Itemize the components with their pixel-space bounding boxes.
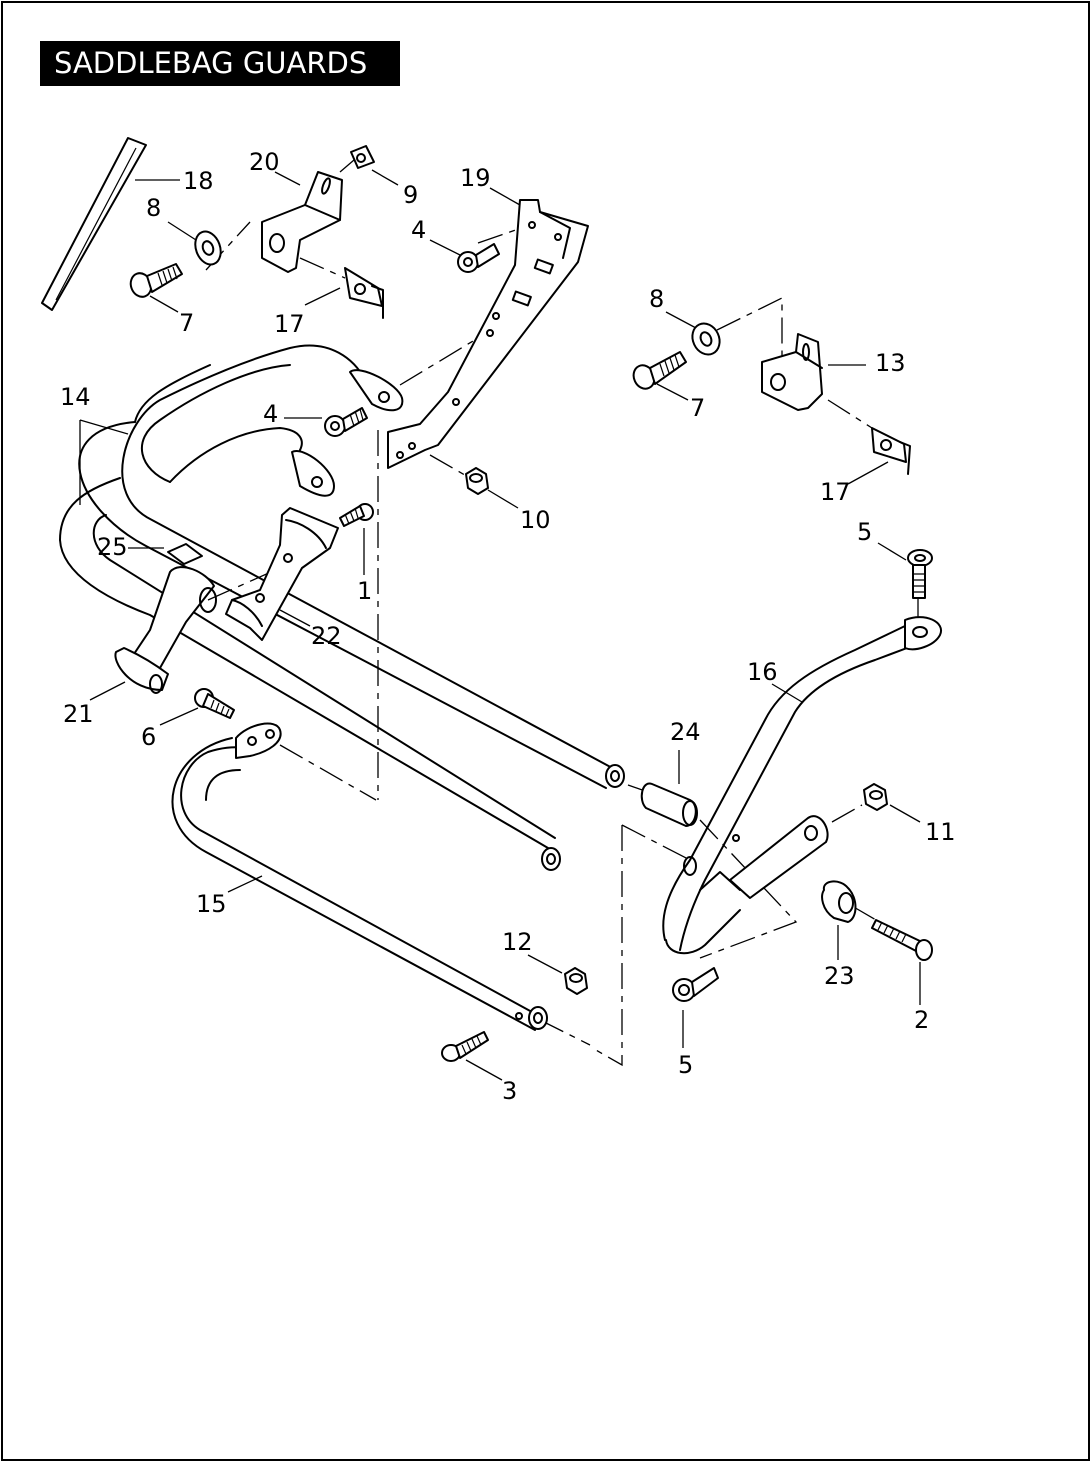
callout-23: 23 — [824, 962, 855, 990]
callout-11: 11 — [925, 818, 956, 846]
part-9-clip-nut — [350, 145, 375, 169]
callout-10: 10 — [520, 506, 551, 534]
callout-22: 22 — [311, 622, 342, 650]
part-16-rear-support — [662, 616, 943, 955]
callout-8-right: 8 — [649, 285, 664, 313]
part-8-washer-right — [691, 322, 721, 356]
callout-17-right: 17 — [820, 478, 851, 506]
part-12-nut — [564, 967, 588, 995]
part-24-spacer — [640, 782, 698, 827]
part-1-bolt — [339, 503, 374, 527]
part-19-long-bracket — [387, 199, 589, 469]
callout-1: 1 — [357, 577, 372, 605]
part-22-clamp-bracket — [225, 507, 339, 641]
part-17-clip-nut-left — [344, 267, 384, 319]
callout-20: 20 — [249, 148, 280, 176]
part-13-bracket — [761, 333, 823, 411]
part-25-pad — [167, 543, 203, 565]
page-title: SADDLEBAG GUARDS — [40, 41, 400, 86]
callout-12: 12 — [502, 928, 533, 956]
callout-2: 2 — [914, 1006, 929, 1034]
callout-25: 25 — [97, 533, 128, 561]
callout-13: 13 — [875, 349, 906, 377]
callout-5-upper: 5 — [857, 518, 872, 546]
part-23-spacer — [821, 880, 857, 923]
part-17-clip-nut-right — [871, 427, 911, 475]
leader-lines — [79, 169, 921, 1081]
part-7-bolt-right — [632, 351, 687, 390]
callout-3: 3 — [502, 1077, 517, 1105]
part-10-nut — [465, 467, 489, 495]
part-6-bolt — [194, 688, 235, 719]
part-7-bolt-left — [129, 263, 183, 298]
callout-4-upper: 4 — [411, 216, 426, 244]
part-15-lower-guard — [171, 722, 548, 1031]
callout-7-left: 7 — [179, 309, 194, 337]
callout-7-right: 7 — [690, 394, 705, 422]
part-14-guard-rail — [59, 344, 625, 871]
callout-8-left: 8 — [146, 194, 161, 222]
callout-9: 9 — [403, 181, 418, 209]
callout-18: 18 — [183, 167, 214, 195]
callout-19: 19 — [460, 164, 491, 192]
callout-5-lower: 5 — [678, 1051, 693, 1079]
part-11-nut — [863, 783, 888, 811]
part-21-spacer-bracket — [114, 566, 217, 694]
part-4-bolt-upper — [457, 243, 500, 273]
callout-17-left: 17 — [274, 310, 305, 338]
part-8-washer-left — [194, 230, 222, 266]
callout-16: 16 — [747, 658, 778, 686]
callouts: 18 8 7 20 9 19 4 17 8 13 7 17 14 4 10 5 … — [60, 148, 956, 1105]
part-5-bolt-lower — [672, 967, 719, 1002]
part-20-bracket — [261, 171, 343, 273]
callout-15: 15 — [196, 890, 227, 918]
part-5-bolt-upper — [907, 549, 933, 599]
callout-4-lower: 4 — [263, 400, 278, 428]
part-3-bolt — [441, 1031, 489, 1062]
part-4-bolt-lower — [324, 407, 368, 437]
callout-6: 6 — [141, 723, 156, 751]
callout-14: 14 — [60, 383, 91, 411]
callout-21: 21 — [63, 700, 94, 728]
part-18-trim-strip — [41, 137, 147, 311]
callout-24: 24 — [670, 718, 701, 746]
phantom-lines — [205, 159, 919, 1067]
part-2-bolt — [871, 919, 933, 961]
